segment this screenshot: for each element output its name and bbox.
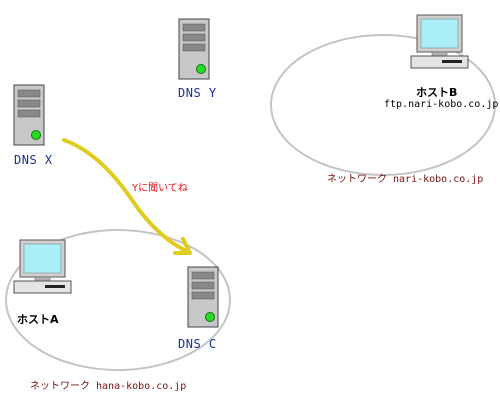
- query-arrow-label: Yに聞いてね: [132, 183, 188, 194]
- dns-y-server-icon: [178, 18, 210, 80]
- dns-y-label: DNS Y: [178, 86, 217, 100]
- host-b-label: ホストB: [416, 86, 458, 99]
- dns-x-server-icon: [13, 84, 45, 146]
- query-arrow: [62, 138, 192, 255]
- host-b-domain-label: ftp.nari-kobo.co.jp: [384, 99, 499, 110]
- network-ring-hana: [5, 229, 231, 371]
- network-nari-label: ネットワーク nari-kobo.co.jp: [327, 174, 484, 185]
- host-a-label: ホストA: [17, 313, 59, 326]
- dns-c-server-icon: [187, 266, 219, 328]
- network-ring-nari: [270, 34, 496, 176]
- dns-x-label: DNS X: [14, 153, 53, 167]
- dns-c-label: DNS C: [178, 337, 217, 351]
- network-hana-label: ネットワーク hana-kobo.co.jp: [30, 381, 187, 392]
- host-a-computer-icon: [13, 239, 72, 294]
- host-b-computer-icon: [410, 14, 469, 69]
